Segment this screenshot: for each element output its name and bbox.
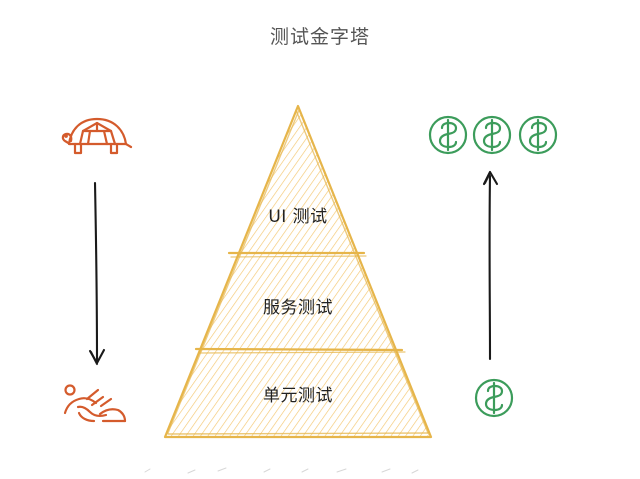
dollar-icon-top-2: [472, 115, 512, 155]
dollar-icon-top-1: [428, 115, 468, 155]
bottom-sketch-texture: [144, 467, 419, 474]
left-down-arrow: [88, 181, 106, 366]
pyramid-label-ui: UI 测试: [268, 207, 328, 227]
pyramid-label-unit: 单元测试: [263, 386, 333, 406]
pyramid: [163, 104, 433, 439]
pyramid-label-service: 服务测试: [263, 298, 333, 318]
pyramid-outline-sketch-bottom: [167, 432, 430, 435]
pyramid-divider-middle-sketch: [198, 351, 406, 354]
triple-dollar-icon: [428, 115, 558, 155]
dollar-icon-top-3: [518, 115, 558, 155]
pyramid-divider-top-sketch: [230, 255, 367, 258]
pyramid-fill: [166, 108, 430, 437]
dollar-icon: [474, 378, 514, 418]
pyramid-outline-sketch-right: [295, 109, 429, 434]
right-up-arrow: [482, 170, 499, 361]
turtle-icon: [61, 117, 133, 155]
pyramid-divider-middle: [194, 347, 404, 352]
pyramid-outline: [163, 104, 433, 439]
diagram-title: 测试金字塔: [269, 26, 370, 48]
runner-icon: [63, 384, 127, 423]
pyramid-outline-sketch-left: [167, 109, 300, 434]
